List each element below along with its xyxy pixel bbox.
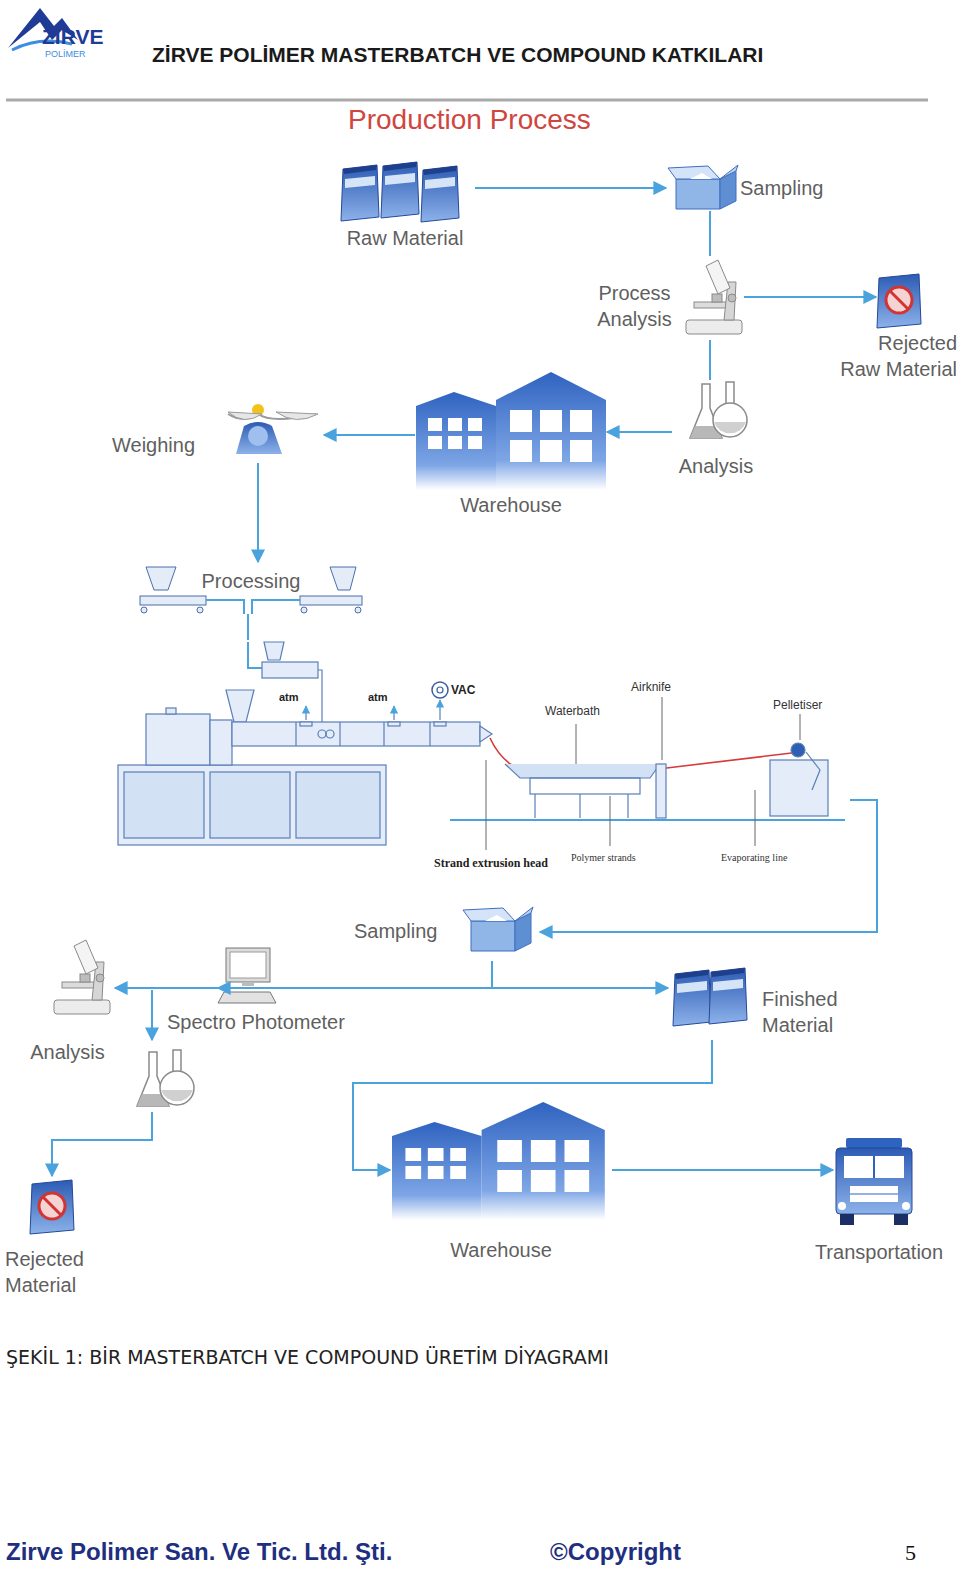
process-step: Transportation: [806, 1136, 952, 1267]
part-label: Evaporating line: [721, 851, 821, 864]
figure-caption: ŞEKİL 1: BİR MASTERBATCH VE COMPOUND ÜRE…: [6, 1348, 609, 1367]
flow-connector: [607, 431, 672, 433]
step-label: Processing: [198, 568, 304, 594]
process-step: Rejected Material: [5, 1176, 95, 1298]
step-label: Analysis: [672, 453, 760, 479]
step-label: Process Analysis: [592, 280, 677, 332]
rejected-can: [877, 274, 921, 328]
process-step: Warehouse: [415, 372, 607, 520]
footer-text: ©Copyright: [550, 1540, 681, 1564]
logo-text: ZİRVE: [42, 26, 103, 47]
flasks: [690, 382, 747, 438]
step-label: Transportation: [806, 1239, 952, 1265]
flow-connector: [475, 187, 666, 189]
header-title: ZİRVE POLİMER MASTERBATCH VE COMPOUND KA…: [152, 44, 763, 65]
flow-connector: [52, 1112, 152, 1176]
process-step: Raw Material: [335, 160, 475, 252]
process-step: Process Analysis: [592, 256, 744, 340]
footer-text: 5: [905, 1542, 916, 1564]
flow-connector: [492, 961, 668, 988]
part-label: atm: [368, 690, 402, 704]
process-step: Analysis: [672, 380, 760, 480]
part-label: VAC: [451, 683, 485, 698]
flask-branch: [137, 990, 194, 1106]
process-step: Processing: [138, 562, 364, 614]
step-label: Sampling: [354, 918, 454, 944]
flow-connector: [612, 1169, 833, 1171]
microscope: [686, 260, 742, 334]
step-label: Rejected Material: [5, 1246, 95, 1298]
logo-text: POLİMER: [45, 50, 86, 59]
flow-connector: [115, 961, 492, 988]
step-label: Warehouse: [390, 1237, 612, 1263]
part-label: Pelletiser: [773, 698, 841, 713]
part-label: Polymer strands: [571, 851, 663, 864]
part-label: Strand extrusion head: [434, 856, 576, 871]
flow-connector: [540, 800, 877, 932]
sampling-box: [668, 165, 738, 209]
step-label: Weighing: [112, 432, 217, 458]
header-rule: [6, 99, 928, 102]
process-step: Weighing: [112, 405, 324, 463]
flow-connector: [324, 434, 415, 436]
step-label: Finished Material: [762, 986, 848, 1038]
raw-material-bags: [341, 162, 459, 222]
step-label: Warehouse: [415, 492, 607, 518]
finished-material-bags: [673, 968, 747, 1026]
extrusion-line: [118, 642, 845, 850]
warehouse-building: [392, 1102, 605, 1220]
weighing-scale: [228, 404, 318, 454]
warehouse-building: [416, 372, 606, 490]
process-step: Spectro Photometer: [165, 944, 360, 1036]
flow-connector: [709, 340, 711, 380]
process-step: Analysis: [20, 930, 115, 1068]
process-step: Sampling: [354, 905, 540, 961]
diagram-title: Production Process: [348, 106, 591, 134]
footer-text: Zirve Polimer San. Ve Tic. Ltd. Şti.: [6, 1540, 392, 1564]
flow-connector: [218, 961, 492, 988]
part-label: atm: [279, 690, 313, 704]
process-step: Rejected Raw Material: [833, 272, 957, 384]
part-label: Waterbath: [545, 704, 617, 719]
part-label: Airknife: [631, 680, 693, 695]
flow-connector: [744, 296, 876, 298]
process-step: Sampling: [666, 165, 838, 211]
flow-connector: [247, 614, 249, 640]
microscope: [54, 940, 110, 1014]
processing-feeders: [140, 567, 362, 614]
rejected-can: [30, 1180, 74, 1234]
sampling-box: [463, 907, 533, 951]
flow-connector: [709, 211, 711, 256]
step-label: Sampling: [740, 175, 838, 201]
step-label: Raw Material: [335, 225, 475, 251]
extrusion-line: atm atm VAC Waterbath AirknifePelletiserStra…: [115, 640, 850, 875]
truck: [836, 1138, 912, 1225]
flow-connector: [353, 1040, 712, 1170]
computer: [218, 948, 276, 1003]
step-label: Spectro Photometer: [167, 1009, 359, 1035]
step-label: Rejected Raw Material: [839, 330, 957, 382]
process-step: Warehouse: [390, 1100, 612, 1265]
step-label: Analysis: [20, 1039, 115, 1065]
process-step: Finished Material: [668, 962, 848, 1040]
flow-connector: [257, 463, 259, 562]
